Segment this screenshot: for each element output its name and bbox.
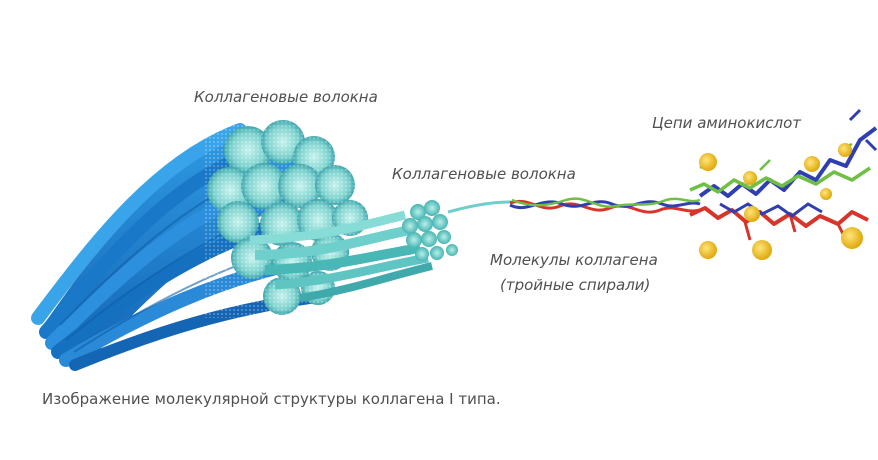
label-amino-acid-chains: Цепи аминокислот	[652, 114, 801, 132]
label-collagen-fibers-small: Коллагеновые волокна	[392, 165, 576, 183]
figure-caption: Изображение молекулярной структуры колла…	[42, 390, 501, 408]
label-triple-helices: (тройные спирали)	[500, 276, 651, 294]
fibril-strands	[249, 210, 433, 302]
label-collagen-fibers-large: Коллагеновые волокна	[194, 88, 378, 106]
label-collagen-molecules: Молекулы коллагена	[490, 251, 658, 269]
amino-acid-chains	[689, 108, 878, 260]
collagen-triple-helix	[509, 197, 701, 214]
small-collagen-fiber	[402, 200, 513, 261]
